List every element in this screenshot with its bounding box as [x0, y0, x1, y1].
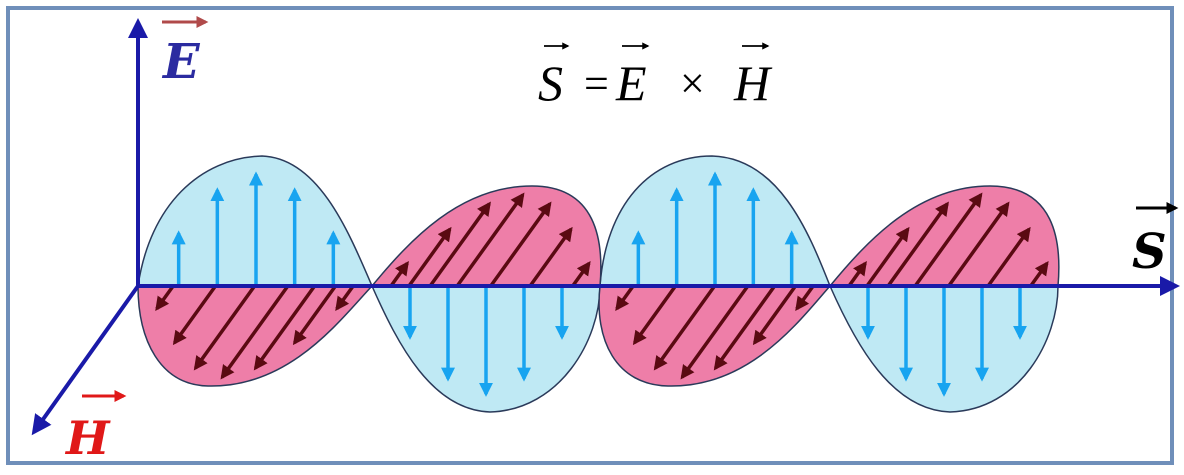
h-field-vector-5 — [253, 284, 317, 371]
h-field-vector-19 — [713, 284, 777, 371]
h-field-vector-6 — [292, 284, 337, 346]
h-field-vector-18 — [680, 284, 750, 380]
formula-equals: = — [584, 59, 609, 108]
axis-label-s: S — [1132, 202, 1179, 280]
axis-label-h: H — [64, 390, 127, 465]
h-field-vectors — [155, 192, 1049, 380]
h-field-vector-25 — [913, 192, 983, 288]
h-field-vector-9 — [407, 226, 452, 288]
h-field-vector-26 — [947, 201, 1010, 288]
h-field-vector-15 — [615, 284, 635, 311]
h-field-vector-13 — [528, 226, 573, 288]
h-field-vector-20 — [752, 284, 797, 346]
h-field-vector-21 — [795, 284, 815, 311]
h-label: H — [64, 411, 111, 465]
h-field-vector-24 — [886, 201, 949, 288]
h-field-vector-3 — [193, 284, 257, 371]
poynting-formula: S = E × H — [538, 42, 773, 111]
h-lobe-3 — [598, 285, 832, 387]
h-field-vector-16 — [632, 284, 677, 346]
s-label: S — [1132, 224, 1167, 280]
h-field-vector-12 — [489, 201, 552, 288]
h-axis — [31, 284, 140, 436]
e-label: E — [161, 34, 201, 90]
e-field-vectors — [171, 171, 1027, 397]
h-field-vector-23 — [865, 226, 910, 288]
h-field-vector-2 — [172, 284, 217, 346]
axis-label-e: E — [161, 16, 209, 90]
h-field-vector-17 — [653, 284, 717, 371]
h-field-vector-8 — [389, 261, 409, 288]
h-field-vector-22 — [847, 261, 867, 288]
axes — [31, 18, 1180, 436]
formula-s: S — [538, 55, 563, 111]
h-field-vector-10 — [428, 201, 491, 288]
h-field-vector-4 — [220, 284, 290, 380]
h-field-vector-27 — [986, 226, 1031, 288]
h-field-vector-1 — [155, 284, 175, 311]
formula-times: × — [680, 59, 705, 108]
h-field-vector-14 — [571, 261, 591, 288]
formula-e: E — [615, 55, 647, 111]
formula-h: H — [733, 55, 773, 111]
h-field-vector-7 — [335, 284, 355, 311]
h-field-vector-11 — [455, 192, 525, 288]
h-field-vector-28 — [1029, 261, 1049, 288]
h-lobe-1 — [137, 285, 374, 387]
